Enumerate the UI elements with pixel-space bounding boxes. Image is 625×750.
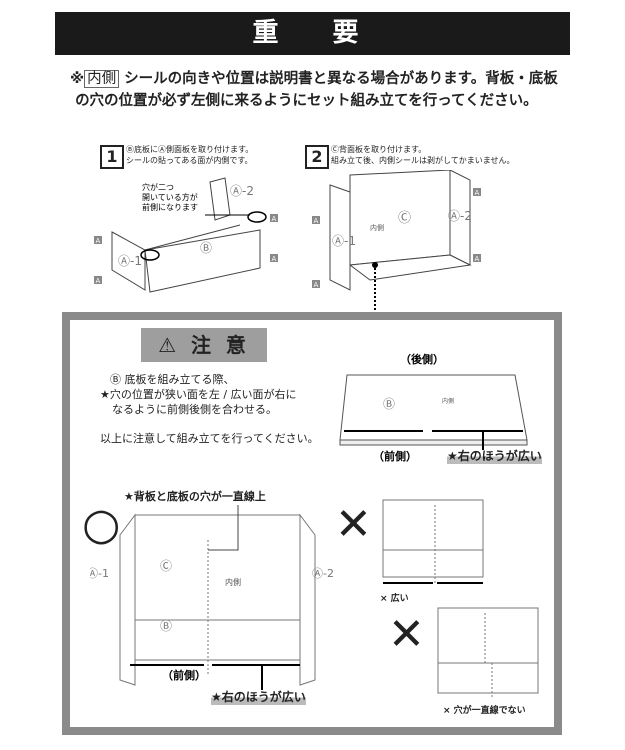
screw-a-icon: A <box>96 277 101 285</box>
label-b: Ⓑ <box>160 619 172 633</box>
correct-assembly-diagram: Ⓒ Ⓑ 内側 Ⓐ-1 Ⓐ-2 （前側） <box>90 505 334 690</box>
back-side-label: （後側） <box>400 352 444 366</box>
caution-line-4: 以上に注意して組み立てを行ってください。 <box>100 432 319 445</box>
step-2-text: Ⓒ背面板を取り付けます。 組み立て後、内側シールは剥がしてかまいません。 <box>331 144 515 166</box>
screw-a-icon: A <box>475 189 480 197</box>
step-1-diagram: 穴が二つ 開いている方が 前側になります Ⓐ-2 Ⓐ-1 Ⓑ A A A A <box>94 177 278 293</box>
step-2-line-2: 組み立て後、内側シールは剥がしてかまいません。 <box>331 156 515 165</box>
caution-heading: ⚠ 注 意 <box>141 328 267 362</box>
callout-line-3: 前側になります <box>142 202 198 212</box>
important-notice: ※内側 シールの向きや位置は説明書と異なる場合があります。背板・底板 の穴の位置… <box>70 68 570 112</box>
screw-a-icon: A <box>96 237 101 245</box>
screw-a-icon: A <box>272 215 277 223</box>
label-a1: Ⓐ-1 <box>118 254 142 268</box>
callout-line-1: 穴が二つ <box>142 182 174 192</box>
label-a2: Ⓐ-2 <box>230 184 254 198</box>
screw-a-icon: A <box>314 217 319 225</box>
correct-mark: ○ <box>82 499 121 550</box>
wrong-assembly-1-diagram <box>382 499 484 585</box>
label-a1: Ⓐ-1 <box>90 567 109 580</box>
right-wider-note: ★右のほうが広い <box>211 688 306 705</box>
label-b: Ⓑ <box>200 241 212 255</box>
label-c: Ⓒ <box>398 211 411 226</box>
wrong-mark-1: ✕ <box>335 499 372 550</box>
front-side-label: （前側） <box>162 668 206 682</box>
step-2-line-1: Ⓒ背面板を取り付けます。 <box>331 145 427 154</box>
label-a2: Ⓐ-2 <box>312 567 334 580</box>
caution-line-2: ★穴の位置が狭い面を左 / 広い面が右に <box>100 388 297 401</box>
wrong-1-note: × 広い <box>380 594 409 604</box>
wrong-assembly-2-diagram <box>437 607 539 698</box>
step-2-diagram: Ⓒ 内側 Ⓐ-1 Ⓐ-2 A A A A <box>312 170 481 291</box>
bottom-board-diagram: （後側） Ⓑ 内側 （前側） <box>339 352 528 463</box>
inner-side-tag: 内側 <box>442 397 454 405</box>
step-1-line-2: シールの貼ってある面が内側です。 <box>126 156 253 165</box>
step-1-number: 1 <box>100 145 124 169</box>
label-a2: Ⓐ-2 <box>448 209 472 223</box>
title-banner: 重 要 <box>55 12 570 55</box>
step-1-text: Ⓑ底板にⒶ側面板を取り付けます。 シールの貼ってある面が内側です。 <box>126 144 253 166</box>
caution-line-1: Ⓑ 底板を組み立てる際、 <box>110 373 235 386</box>
label-a1: Ⓐ-1 <box>332 234 356 248</box>
notice-text-1: シールの向きや位置は説明書と異なる場合があります。背板・底板 <box>124 71 558 87</box>
front-side-label: （前側） <box>373 449 417 463</box>
inner-side-tag: 内側 <box>84 70 120 88</box>
screw-a-icon: A <box>272 255 277 263</box>
screw-a-icon: A <box>314 281 319 289</box>
callout-line-2: 開いている方が <box>142 192 198 202</box>
label-b: Ⓑ <box>383 397 395 411</box>
screw-a-icon: A <box>475 255 480 263</box>
notice-mark: ※ <box>70 71 85 87</box>
wrong-mark-2: ✕ <box>388 609 425 660</box>
notice-text-2: の穴の位置が必ず左側に来るようにセット組み立てを行ってください。 <box>75 93 538 109</box>
right-wider-note: ★右のほうが広い <box>447 447 542 464</box>
caution-text: Ⓑ 底板を組み立てる際、 ★穴の位置が狭い面を左 / 広い面が右に なるように前… <box>100 372 319 446</box>
wrong-2-note: × 穴が一直線でない <box>443 706 526 716</box>
step-1-line-1: Ⓑ底板にⒶ側面板を取り付けます。 <box>126 145 254 154</box>
step-2-number: 2 <box>305 145 329 169</box>
label-c: Ⓒ <box>160 559 172 573</box>
inner-side-tag: 内側 <box>370 223 384 232</box>
holes-aligned-note: ★背板と底板の穴が一直線上 <box>124 490 266 503</box>
caution-line-3: なるように前側後側を合わせる。 <box>112 403 277 416</box>
inner-side-tag: 内側 <box>225 577 241 587</box>
